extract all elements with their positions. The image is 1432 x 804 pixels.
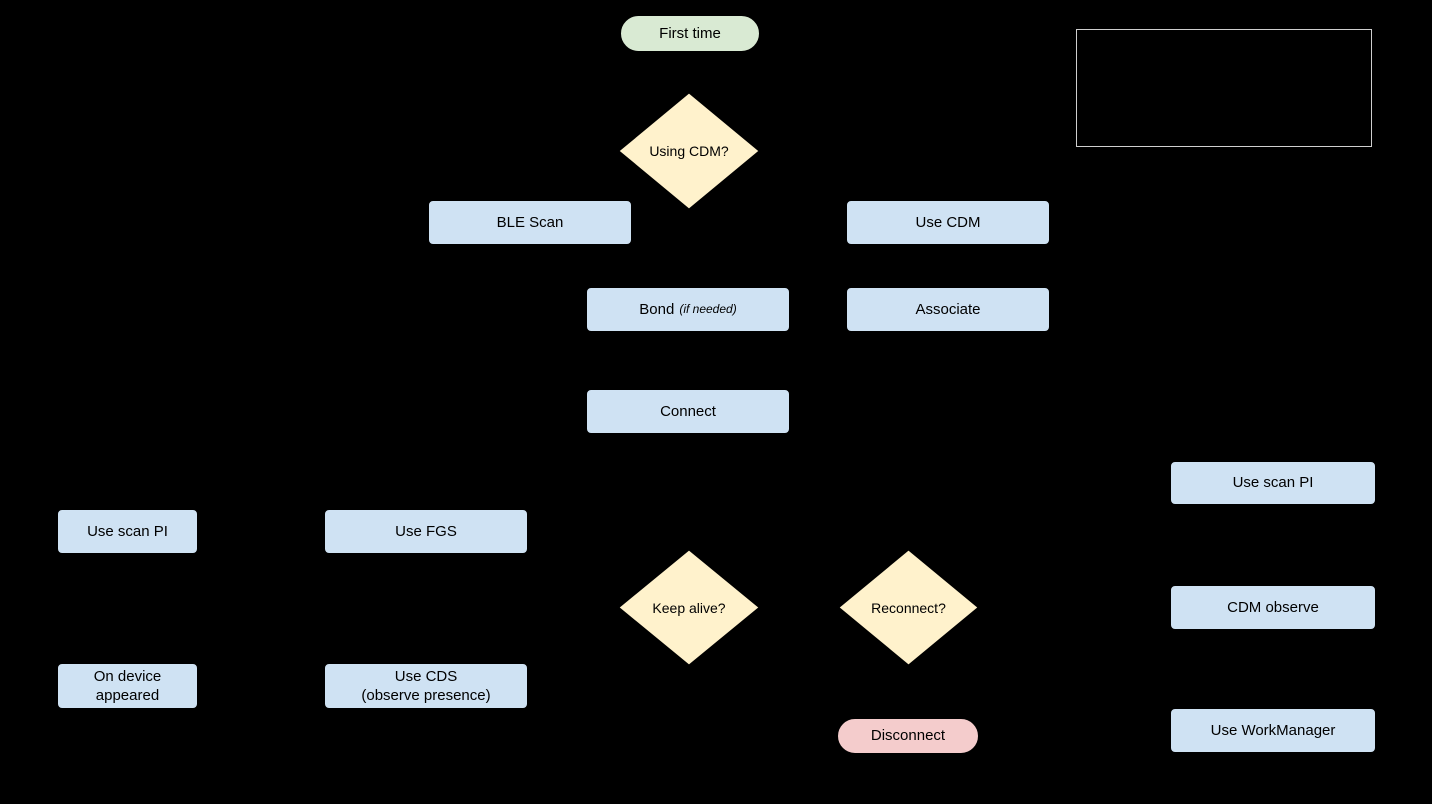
node-reconnect: Reconnect? (838, 549, 979, 666)
node-use-cds: Use CDS (observe presence) (324, 663, 528, 709)
diamond-shape (618, 92, 760, 210)
node-first-time: First time (620, 15, 760, 52)
node-using-cdm: Using CDM? (618, 92, 760, 210)
node-cdm-observe: CDM observe (1170, 585, 1376, 630)
legend-box (1076, 29, 1372, 147)
node-on-device-appeared: On device appeared (57, 663, 198, 709)
node-keep-alive: Keep alive? (618, 549, 760, 666)
node-bond-label: Bond (639, 300, 675, 318)
node-keep-alive-label: Keep alive? (652, 599, 726, 616)
diamond-shape (838, 549, 979, 666)
node-ble-scan: BLE Scan (428, 200, 632, 245)
node-reconnect-label: Reconnect? (871, 599, 946, 616)
node-use-workmanager: Use WorkManager (1170, 708, 1376, 753)
node-connect: Connect (586, 389, 790, 434)
node-use-cdm: Use CDM (846, 200, 1050, 245)
diamond-shape (618, 549, 760, 666)
node-use-fgs: Use FGS (324, 509, 528, 554)
node-bond: Bond (if needed) (586, 287, 790, 332)
node-use-scan-pi-right: Use scan PI (1170, 461, 1376, 505)
node-bond-note: (if needed) (679, 301, 737, 316)
node-associate: Associate (846, 287, 1050, 332)
node-use-scan-pi-left: Use scan PI (57, 509, 198, 554)
node-using-cdm-label: Using CDM? (649, 143, 729, 159)
node-disconnect: Disconnect (837, 718, 979, 754)
